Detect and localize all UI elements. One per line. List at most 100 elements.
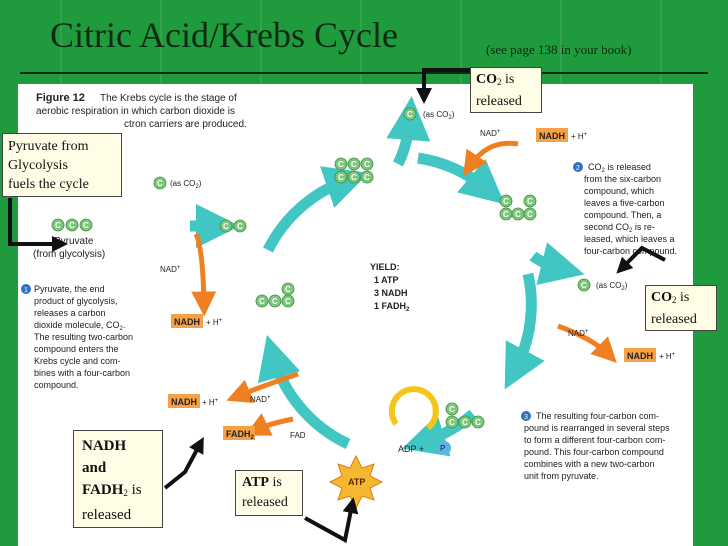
carbon-atom [334, 157, 348, 171]
carbon-atom-label: C [285, 285, 291, 294]
cycle-arrow-1 [263, 166, 369, 253]
carbon-atom-label: C [69, 221, 75, 230]
figure-label: Figure 12 [36, 92, 85, 104]
pyruvate-callout: Pyruvate from Glycolysis fuels the cycle [2, 133, 122, 197]
carbon-atom-label: C [407, 110, 413, 119]
fadh2-text: FADH2 [226, 429, 255, 441]
step3-line-5: combines with a new two-carbon [524, 459, 655, 469]
carbon-atom-label: C [475, 418, 481, 427]
carbon-atom [523, 207, 537, 221]
step-3-badge [521, 411, 531, 421]
co2-right-callout-line-2: released [651, 312, 697, 327]
nadh-text-4: NADH [171, 397, 197, 407]
carbon-atom [65, 218, 79, 232]
carbon-atom-label: C [259, 297, 265, 306]
carbon-atom [499, 194, 513, 208]
orange-arrows [191, 140, 617, 436]
pyruvate-callout-line-3: fuels the cycle [8, 177, 89, 192]
co2-label-1: (as CO2) [170, 179, 202, 190]
carbon-atom-label: C [364, 173, 370, 182]
carbon-atom-label: C [272, 297, 278, 306]
nadh-arrow-1 [191, 232, 217, 317]
step-1-badge [21, 284, 31, 294]
nadh-text-1: NADH [174, 317, 200, 327]
step-2-num: 2 [576, 165, 580, 172]
carbon-atom-label: C [462, 418, 468, 427]
carbon-atom [445, 415, 459, 429]
title-note: (see page 138 in your book) [486, 42, 632, 57]
h-plus-3: + H+ [659, 352, 676, 361]
carbon-atom [255, 294, 269, 308]
cycle-arrow-2 [417, 152, 505, 205]
adp-label: ADP + [398, 444, 424, 454]
carbon-atom-label: C [55, 221, 61, 230]
nadh-box-1 [171, 314, 203, 328]
slide-title: Citric Acid/Krebs Cycle [50, 15, 398, 55]
carbon-atom [360, 170, 374, 184]
pyruvate-callout-line-2: Glycolysis [8, 158, 68, 173]
step1-line-9: compound. [34, 380, 79, 390]
pyruvate-source: (from glycolysis) [33, 249, 105, 260]
phosphate-icon [437, 441, 451, 455]
carbon-atom [347, 170, 361, 184]
h-plus-4: + H+ [202, 398, 219, 407]
carbon-atom [79, 218, 93, 232]
atp-star-text: ATP [348, 477, 365, 487]
co2-label-2: (as CO2) [423, 110, 455, 121]
carbon-atom [360, 157, 374, 171]
step1-line-8: bines with a four-carbon [34, 368, 130, 378]
carbon-atom-label: C [449, 405, 455, 414]
carbon-atom-label: C [515, 210, 521, 219]
yield-atp: 1 ATP [374, 275, 399, 285]
pyruvate-label: Pyruvate [54, 236, 94, 247]
carbon-atom-label: C [449, 418, 455, 427]
atp-callout-line-1: ATP is [242, 475, 282, 490]
step1-line-2: product of glycolysis, [34, 296, 118, 306]
nadh-arrow-4 [226, 371, 299, 403]
step1-line-3: releases a carbon [34, 308, 106, 318]
step3-line-2: pound is rearranged in several steps [524, 423, 670, 433]
step2-line-2: from the six-carbon [584, 174, 661, 184]
nadh-text-3: NADH [627, 351, 653, 361]
carbon-atom-label: C [581, 281, 587, 290]
step1-line-7: Krebs cycle and com- [34, 356, 121, 366]
co2-top-callout: CO2 is released [470, 67, 542, 113]
carbon-atom [233, 219, 247, 233]
step1-line-6: compound enters the [34, 344, 119, 354]
co2-label-3: (as CO2) [596, 281, 628, 292]
nadh-callout-line-1: NADH [82, 438, 127, 454]
nadh-callout-line-4: released [82, 507, 132, 523]
step2-line-4: leaves a five-carbon [584, 198, 665, 208]
phosphate-text: P [440, 444, 445, 453]
step1-line-1: Pyruvate, the end [34, 284, 105, 294]
carbon-atom-label: C [527, 210, 533, 219]
step1-line-5: The resulting two-carbon [34, 332, 133, 342]
carbon-atom-label: C [338, 173, 344, 182]
cycle-arrows [190, 96, 585, 457]
step2-line-5: compound. Then, a [584, 210, 661, 220]
step2-line-8: four-carbon compound. [584, 246, 677, 256]
co2-right-arrow [529, 242, 585, 286]
cycle-arrow-5 [257, 334, 351, 449]
carbon-atom-label: C [338, 160, 344, 169]
carbon-atom-label: C [285, 297, 291, 306]
carbon-atom-label: C [527, 197, 533, 206]
atp-curl-arrow [388, 386, 439, 431]
nadh-text-2: NADH [539, 131, 565, 141]
co2-carbon-1: C [153, 176, 167, 190]
co2-top-callout-line-1: CO2 is [476, 72, 515, 87]
carbon-atom-label: C [364, 160, 370, 169]
nadh-arrow-3 [557, 323, 617, 363]
step1-line-4: dioxide molecule, CO2. [34, 320, 125, 332]
caption-line-3: ctron carriers are produced. [124, 119, 247, 130]
step2-line-1: CO2 is released [588, 162, 651, 174]
carbon-atom [577, 278, 591, 292]
co2-right-callout: CO2 is released [645, 285, 717, 331]
pyruvate-callout-line-1: Pyruvate from [8, 139, 89, 154]
